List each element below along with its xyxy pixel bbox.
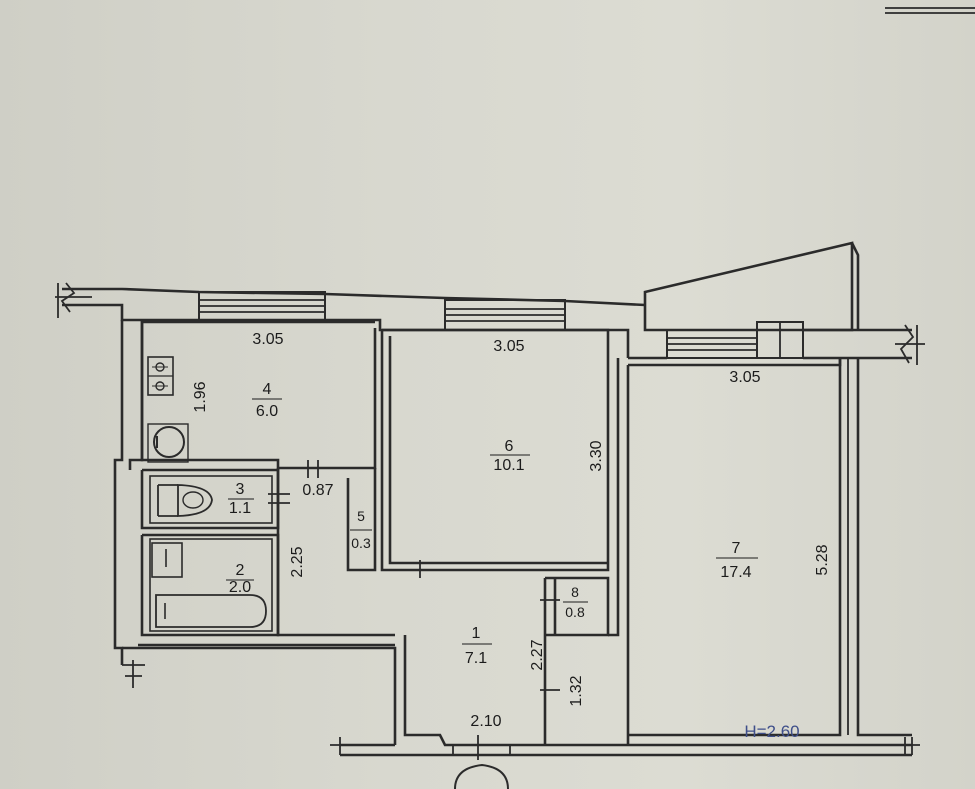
window-room7 (666, 321, 804, 359)
room-area: 0.3 (351, 535, 371, 551)
room-2-walls (140, 533, 280, 637)
dimension-room6-width: 3.05 (493, 338, 524, 355)
room-number: 3 (236, 481, 245, 498)
room-5-walls (268, 460, 395, 637)
room-number: 2 (236, 562, 245, 579)
room-area: 1.1 (229, 500, 251, 517)
dimension-hall-height-a: 2.27 (529, 639, 546, 670)
room-area: 17.4 (720, 564, 751, 581)
room-area: 7.1 (465, 650, 487, 667)
exterior-wall-bottom (340, 635, 912, 760)
window-room6 (444, 299, 566, 331)
room-8-walls (540, 576, 610, 745)
dimension-bath-height: 2.25 (289, 546, 306, 577)
room-4-walls (140, 320, 377, 470)
room-8-label: 8 0.8 (563, 584, 588, 620)
dimension-room6-height: 3.30 (588, 440, 605, 471)
room-number: 1 (472, 625, 481, 642)
room-area: 10.1 (493, 457, 524, 474)
dimension-room4-width: 3.05 (252, 331, 283, 348)
room-7-label: 7 17.4 (716, 540, 758, 581)
room-6-walls (380, 328, 610, 578)
wall-break-icon (55, 282, 92, 318)
toilet-icon (157, 484, 213, 517)
dimension-room7-height: 5.28 (814, 544, 831, 575)
ceiling-height-label: H=2.60 (744, 722, 799, 741)
room-area: 6.0 (256, 403, 278, 420)
dimension-hall-height-b: 1.32 (568, 675, 585, 706)
wall-break-icon (895, 324, 925, 365)
room-6-label: 6 10.1 (490, 438, 530, 474)
dimension-hall-width: 2.10 (470, 713, 501, 730)
wall-break-icon (122, 660, 145, 688)
room-3-label: 3 1.1 (228, 481, 254, 517)
room-number: 8 (571, 584, 579, 600)
room-area: 2.0 (229, 579, 251, 596)
room-2-label: 2 2.0 (226, 562, 254, 596)
room-1-label: 1 7.1 (462, 625, 492, 667)
room-7-walls (608, 358, 912, 745)
room-5-label: 5 0.3 (350, 508, 372, 551)
balcony (643, 241, 860, 332)
dimension-room7-width: 3.05 (729, 369, 760, 386)
room-number: 6 (505, 438, 514, 455)
dimension-closet-width: 0.87 (302, 482, 333, 499)
dimension-room4-height: 1.96 (192, 381, 209, 412)
sheet-edge-marks (885, 7, 975, 14)
room-number: 5 (357, 508, 365, 524)
window-room4 (198, 291, 326, 321)
exterior-wall-left (113, 320, 397, 745)
room-area: 0.8 (565, 604, 585, 620)
room-3-walls (140, 468, 280, 530)
door-arc-icon (454, 763, 509, 789)
stove-icon (147, 356, 174, 396)
sink-icon (147, 423, 189, 463)
room-number: 4 (263, 381, 272, 398)
room-number: 7 (732, 540, 741, 557)
washbasin-icon (151, 542, 183, 578)
bathtub-icon (155, 594, 267, 628)
room-4-label: 4 6.0 (252, 381, 282, 420)
